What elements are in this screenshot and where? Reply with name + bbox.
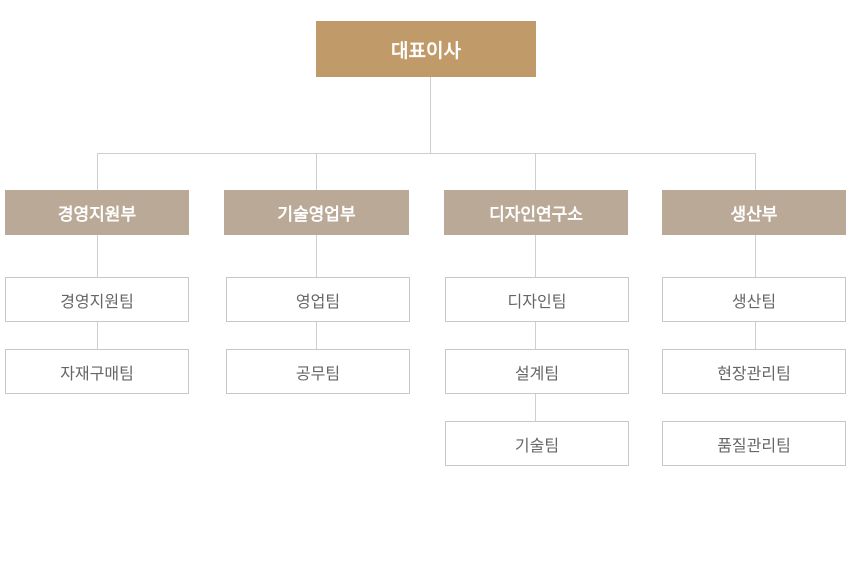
ceo-box: 대표이사 xyxy=(316,21,536,77)
team-box: 경영지원팀 xyxy=(5,277,189,322)
team-connector xyxy=(316,321,317,349)
team-box: 생산팀 xyxy=(662,277,846,322)
department-box: 경영지원부 xyxy=(5,190,189,235)
department-bus-line xyxy=(97,153,756,154)
team-connector xyxy=(97,234,98,278)
team-connector xyxy=(755,321,756,349)
dept-connector-4 xyxy=(755,153,756,190)
team-connector xyxy=(535,393,536,421)
dept-connector-3 xyxy=(535,153,536,190)
team-connector xyxy=(755,234,756,278)
team-box: 기술팀 xyxy=(445,421,629,466)
team-box: 현장관리팀 xyxy=(662,349,846,394)
department-box: 기술영업부 xyxy=(224,190,409,235)
dept-connector-2 xyxy=(316,153,317,190)
department-box: 디자인연구소 xyxy=(444,190,628,235)
team-box: 영업팀 xyxy=(226,277,410,322)
team-box: 자재구매팀 xyxy=(5,349,189,394)
team-box: 공무팀 xyxy=(226,349,410,394)
team-box: 디자인팀 xyxy=(445,277,629,322)
ceo-connector xyxy=(430,76,431,154)
team-connector xyxy=(535,234,536,278)
team-connector xyxy=(535,321,536,349)
team-connector xyxy=(316,234,317,278)
team-box: 품질관리팀 xyxy=(662,421,846,466)
department-box: 생산부 xyxy=(662,190,846,235)
team-box: 설계팀 xyxy=(445,349,629,394)
team-connector xyxy=(97,321,98,349)
dept-connector-1 xyxy=(97,153,98,190)
